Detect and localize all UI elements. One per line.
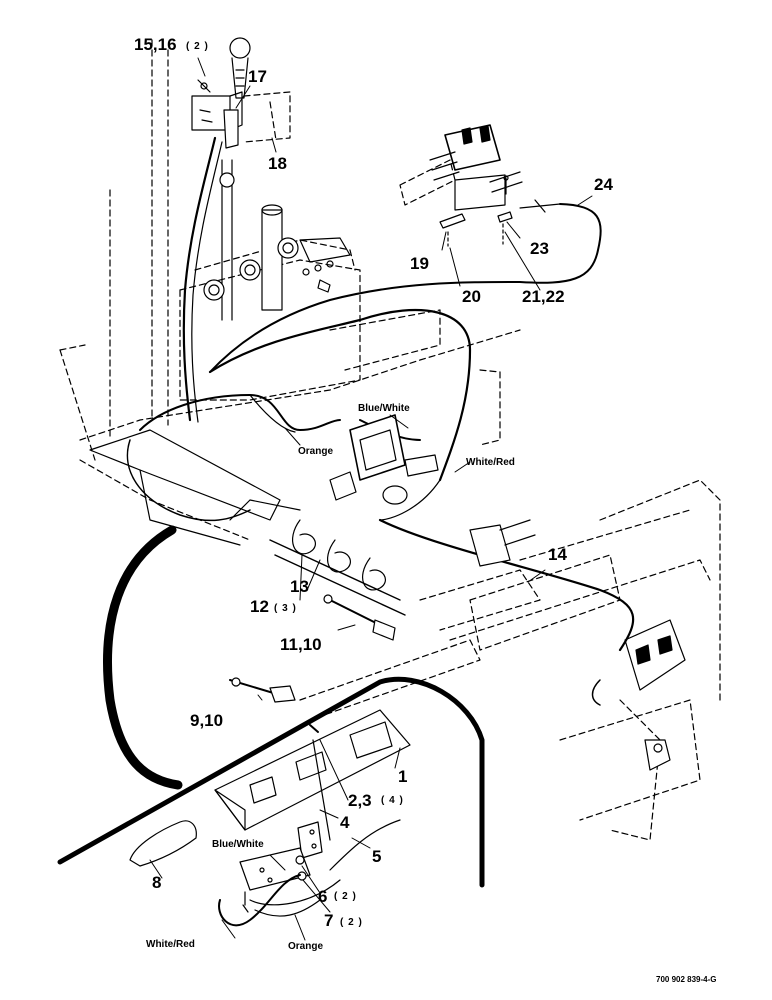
callout-18: 18 <box>268 154 287 173</box>
callout-6-qty: ( 2 ) <box>334 891 357 902</box>
platform-frame <box>79 309 721 841</box>
callout-12-qty: ( 3 ) <box>274 603 297 614</box>
inset-wire-label-orange: Orange <box>288 941 324 952</box>
callout-21-22: 21,22 <box>522 287 565 306</box>
throttle-assembly <box>182 37 251 423</box>
wire-label-blue-white: Blue/White <box>358 403 410 414</box>
callout-8: 8 <box>152 873 162 892</box>
control-console <box>179 159 361 401</box>
callout-13: 13 <box>290 577 309 596</box>
cover-plate <box>214 709 411 841</box>
inset-wire-label-blue-white: Blue/White <box>212 839 264 850</box>
callout-23: 23 <box>530 239 549 258</box>
callout-24: 24 <box>594 175 613 194</box>
callout-2-3-qty: ( 4 ) <box>381 795 404 806</box>
valve-assembly <box>209 124 602 373</box>
leader-lines <box>149 57 593 941</box>
inset-outline <box>57 525 485 888</box>
callout-20: 20 <box>462 287 481 306</box>
bracket-18 <box>243 91 291 143</box>
callout-12: 12 <box>250 597 269 616</box>
callout-19: 19 <box>410 254 429 273</box>
callout-6: 6 <box>318 887 328 906</box>
callout-15-16-qty: ( 2 ) <box>186 41 209 52</box>
callout-15-16: 15,16 <box>134 35 177 54</box>
relay-switches <box>329 414 536 567</box>
callout-7: 7 <box>324 911 334 930</box>
callout-11-10: 11,10 <box>280 635 322 654</box>
callout-14: 14 <box>548 545 567 564</box>
callout-4: 4 <box>340 813 350 832</box>
callout-9-10: 9,10 <box>190 711 224 730</box>
callout-7-qty: ( 2 ) <box>340 917 363 928</box>
inset-brackets <box>218 819 401 927</box>
callout-17: 17 <box>248 67 267 86</box>
wiring-harness <box>126 308 635 706</box>
wire-label-orange: Orange <box>298 446 334 457</box>
callout-2-3: 2,3 <box>348 791 372 810</box>
cab-post <box>59 39 169 461</box>
clamp-bar <box>229 499 406 703</box>
cover-8 <box>129 820 197 867</box>
drawing-number: 700 902 839-4-G <box>656 975 717 984</box>
callout-5: 5 <box>372 847 382 866</box>
callout-1: 1 <box>398 767 408 786</box>
inset-wire-label-white-red: White/Red <box>146 939 195 950</box>
wire-label-white-red: White/Red <box>466 457 515 468</box>
